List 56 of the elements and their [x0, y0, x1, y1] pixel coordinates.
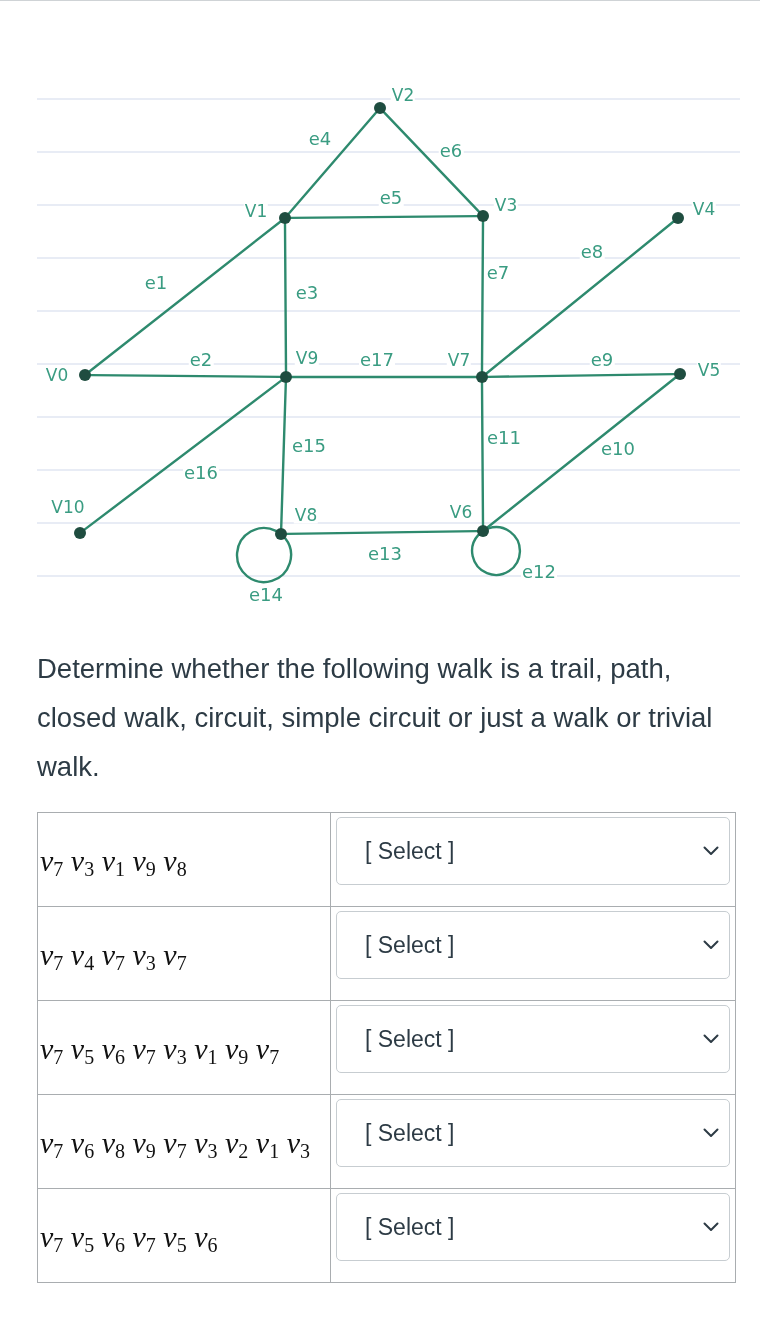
edge-label: e13: [367, 545, 403, 563]
edge-label: e17: [359, 351, 395, 369]
edge-line: [280, 381, 287, 530]
select-dropdown: [ Select ]: [336, 1005, 730, 1073]
loop-edge: [470, 526, 522, 577]
vertex-label: V0: [44, 366, 70, 384]
edge-line: [485, 220, 675, 375]
vertex-label: V8: [293, 506, 319, 524]
walk-sequence: v$_{7}$ v$_{4}$ v$_{7}$ v$_{3}$ v$_{7}$: [40, 938, 187, 971]
select-dropdown: [ Select ]: [336, 1099, 730, 1167]
edge-label: e7: [485, 264, 511, 282]
edge-line: [83, 379, 283, 531]
edge-label: e16: [183, 464, 219, 482]
walk-sequence: v$_{7}$ v$_{5}$ v$_{6}$ v$_{7}$ v$_{3}$ v$_{1}$ v$_{9}$ v$_{7}$: [40, 1032, 280, 1065]
vertex-label: V3: [493, 196, 519, 214]
edge-label: e14: [248, 586, 284, 604]
walk-sequence: v$_{7}$ v$_{6}$ v$_{8}$ v$_{9}$ v$_{7}$ v$_{3}$ v$_{2}$ v$_{1}$ v$_{3}$: [40, 1126, 310, 1159]
vertex-label: V5: [696, 361, 722, 379]
loop-edge: [235, 526, 293, 584]
edge-label: e5: [378, 189, 404, 207]
vertex-label: V10: [50, 498, 86, 516]
select-dropdown: [ Select ]: [336, 1193, 730, 1261]
edge-label: e2: [188, 351, 214, 369]
vertex-label: V2: [390, 86, 416, 104]
edge-label: e9: [589, 351, 615, 369]
edge-label: e11: [486, 429, 522, 447]
edge-line: [283, 222, 288, 373]
edge-line: [287, 111, 378, 215]
edge-line: [290, 375, 478, 379]
edge-label: e12: [521, 563, 557, 581]
edge-label: e6: [438, 142, 464, 160]
edge-line: [486, 372, 676, 379]
edge-line: [382, 111, 481, 213]
edge-label: e10: [600, 440, 636, 458]
vertex-label: V9: [294, 349, 320, 367]
edge-label: e1: [143, 274, 169, 292]
edge-line: [486, 376, 677, 529]
select-dropdown: [ Select ]: [336, 911, 730, 979]
edge-label: e3: [294, 284, 320, 302]
vertex-label: V1: [243, 202, 269, 220]
edge-line: [289, 214, 479, 220]
vertex-label: V4: [691, 200, 717, 218]
select-dropdown: [ Select ]: [336, 817, 730, 885]
walk-sequence: v$_{7}$ v$_{3}$ v$_{1}$ v$_{9}$ v$_{8}$: [40, 844, 187, 877]
vertex-label: V6: [448, 503, 474, 521]
edge-line: [480, 381, 485, 527]
question-prompt: Determine whether the following walk is a trail, path, closed walk, circuit, simple circuit or just a walk or trivial walk.: [37, 652, 714, 784]
vertex-label: V7: [446, 351, 472, 369]
edge-line: [480, 220, 485, 373]
walk-sequence: v$_{7}$ v$_{5}$ v$_{6}$ v$_{7}$ v$_{5}$ v$_{6}$: [40, 1220, 218, 1253]
edge-line: [89, 373, 282, 379]
edge-line: [88, 220, 282, 373]
edge-label: e4: [307, 130, 333, 148]
edge-label: e8: [579, 243, 605, 261]
edge-label: e15: [291, 437, 327, 455]
edge-line: [285, 529, 479, 536]
